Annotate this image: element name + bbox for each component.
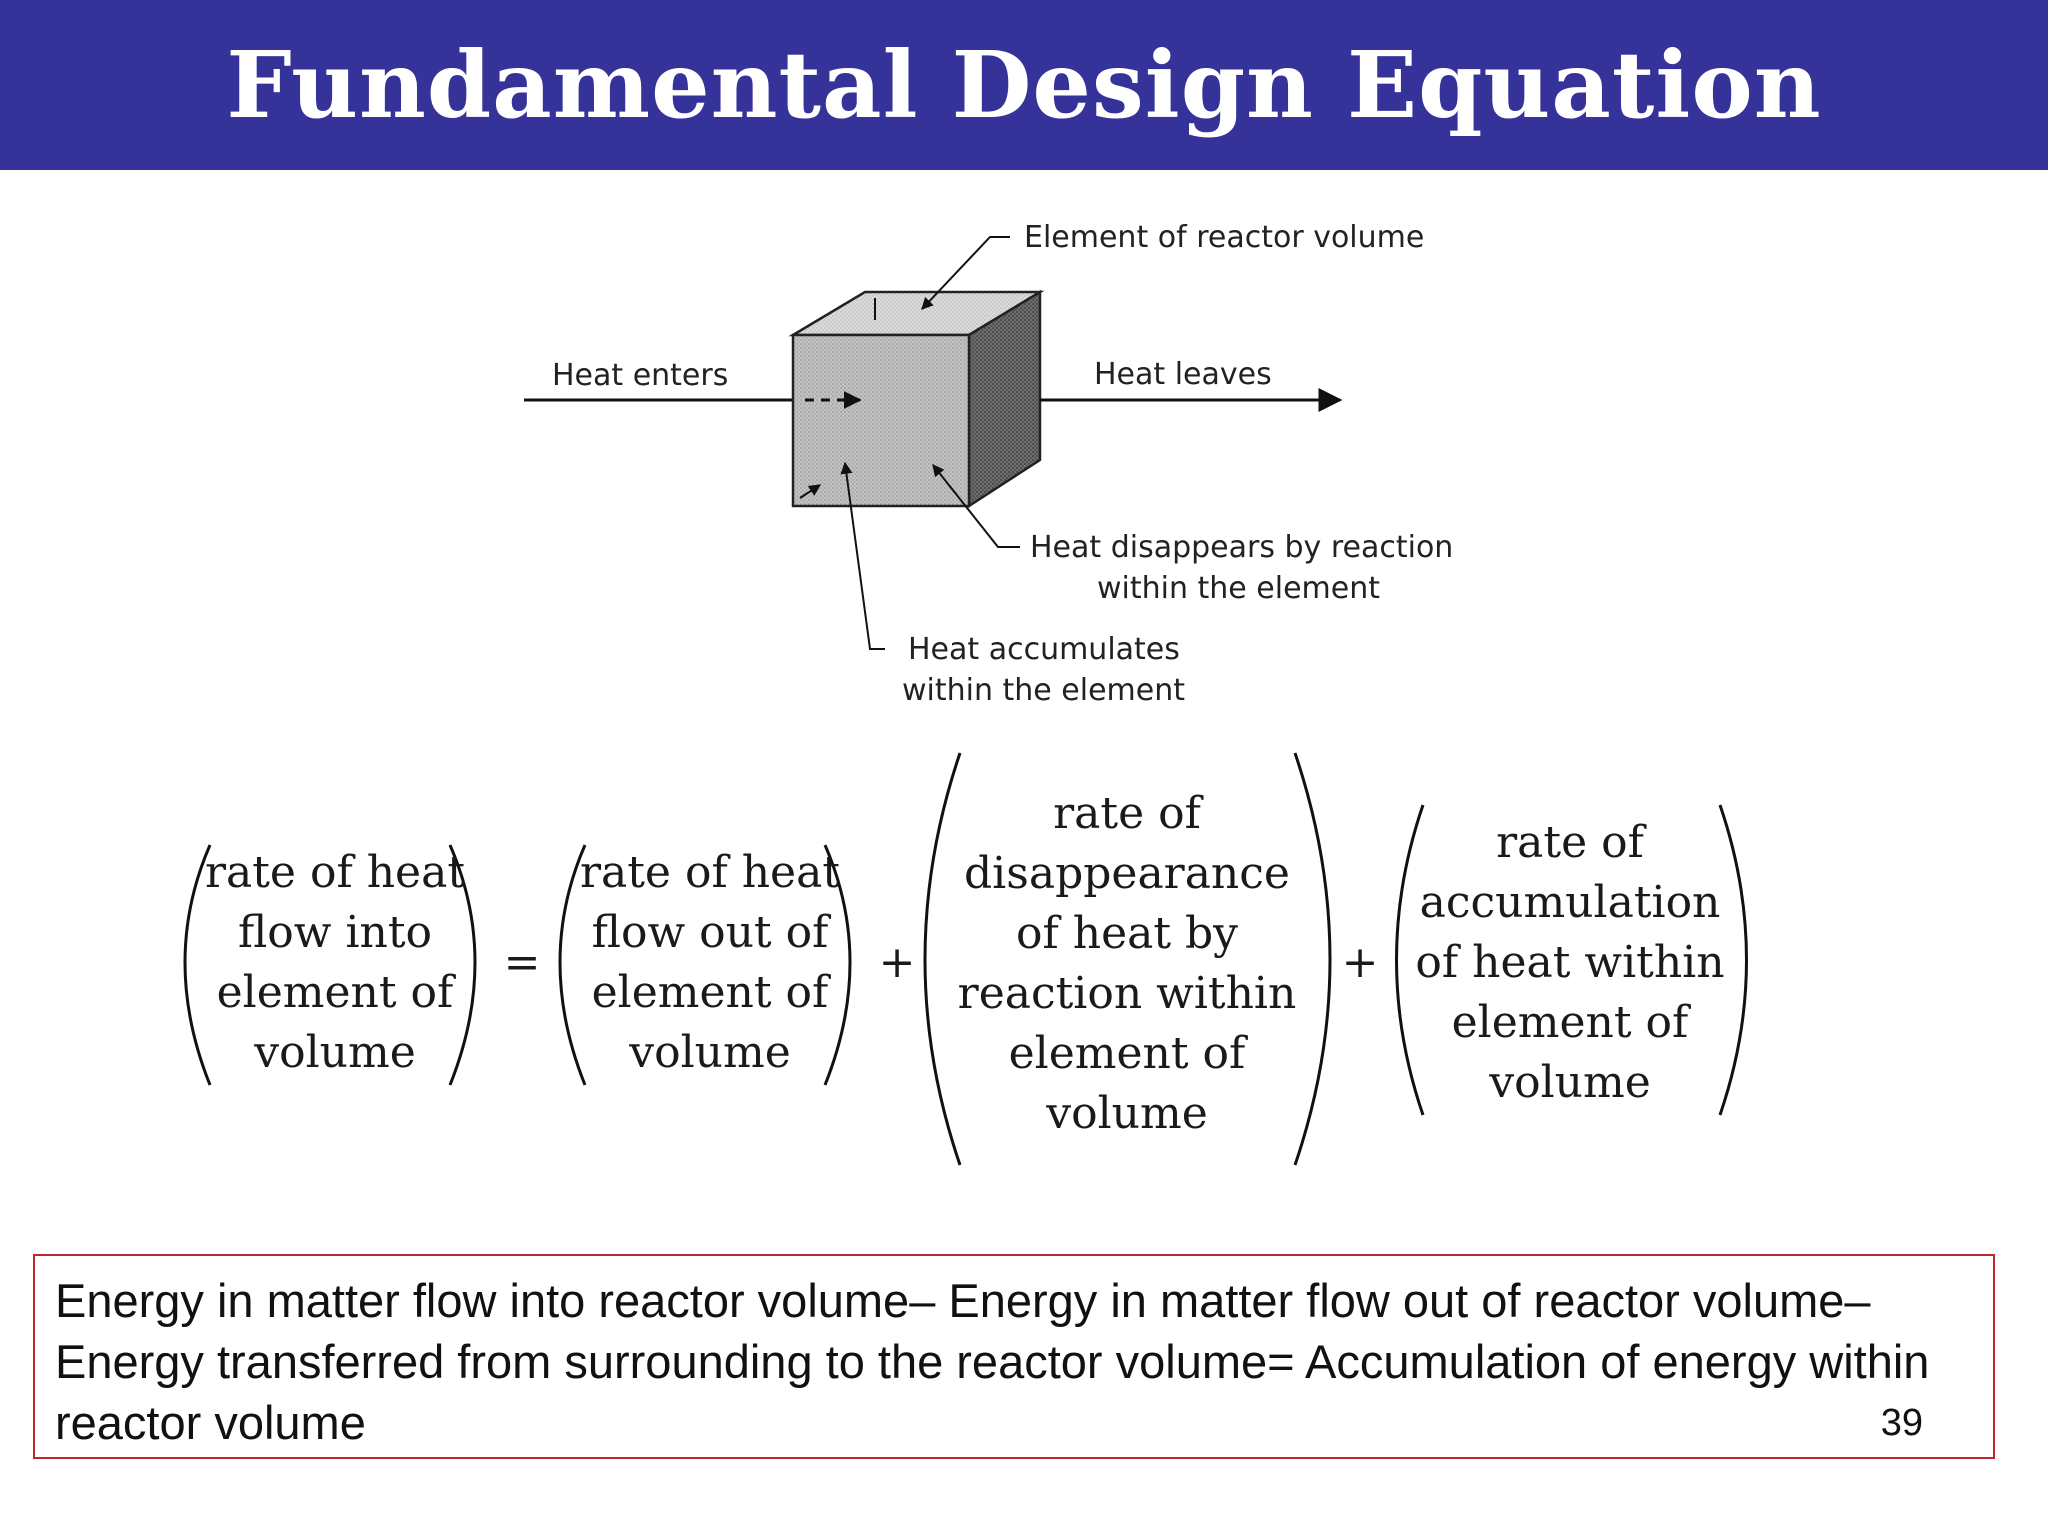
element-leader-line <box>921 236 1010 310</box>
term4-line1: rate of <box>1496 817 1646 868</box>
equals-sign: = <box>504 937 541 988</box>
reactor-element-diagram: Element of reactor volume Heat enters He… <box>524 220 1453 708</box>
term4-line5: volume <box>1488 1057 1651 1108</box>
term3-line3: of heat by <box>1016 908 1238 959</box>
term1-line4: volume <box>253 1027 416 1078</box>
term1-right-paren <box>448 844 477 1086</box>
term3-right-paren <box>1293 752 1332 1166</box>
term2-line1: rate of heat <box>580 847 840 898</box>
energy-balance-note-box: Energy in matter flow into reactor volum… <box>33 1254 1995 1459</box>
energy-balance-note-text: Energy in matter flow into reactor volum… <box>55 1274 1930 1449</box>
slide-title: Fundamental Design Equation <box>226 31 1822 139</box>
label-disappears-2: within the element <box>1097 571 1380 606</box>
term2-line2: flow out of <box>592 907 831 958</box>
term3-line2: disappearance <box>964 848 1290 899</box>
energy-balance-equation: rate of heat flow into element of volume… <box>183 752 1748 1166</box>
term1-left-paren <box>183 844 212 1086</box>
term4-line2: accumulation <box>1420 877 1721 928</box>
label-disappears-1: Heat disappears by reaction <box>1030 530 1453 565</box>
term3-left-paren <box>923 752 962 1166</box>
term1-line3: element of <box>217 967 456 1018</box>
term4-right-paren <box>1718 804 1748 1116</box>
term4-line3: of heat within <box>1415 937 1724 988</box>
term2-line3: element of <box>592 967 831 1018</box>
term3-line5: element of <box>1009 1028 1248 1079</box>
term3-line4: reaction within <box>958 968 1297 1019</box>
disappears-leader-line <box>932 464 1020 548</box>
term3-line1: rate of <box>1053 788 1203 839</box>
title-bar: Fundamental Design Equation <box>0 0 2048 170</box>
label-heat-enters: Heat enters <box>552 358 728 393</box>
corner-arrow <box>799 484 822 499</box>
term3-line6: volume <box>1045 1088 1208 1139</box>
plus-sign-1: + <box>879 937 916 988</box>
term2-line4: volume <box>628 1027 791 1078</box>
label-accumulates-2: within the element <box>902 673 1185 708</box>
reactor-element-cube <box>788 289 1045 509</box>
term2-left-paren <box>558 844 587 1086</box>
label-element: Element of reactor volume <box>1024 220 1424 255</box>
label-accumulates-1: Heat accumulates <box>908 632 1180 667</box>
term1-line2: flow into <box>238 907 432 958</box>
plus-sign-2: + <box>1342 937 1379 988</box>
term4-line4: element of <box>1452 997 1691 1048</box>
accumulates-leader-line <box>840 461 885 650</box>
label-heat-leaves: Heat leaves <box>1094 357 1272 392</box>
page-number: 39 <box>1880 1402 1923 1444</box>
term1-line1: rate of heat <box>205 847 465 898</box>
term4-left-paren <box>1395 804 1425 1116</box>
term2-right-paren <box>823 844 852 1086</box>
